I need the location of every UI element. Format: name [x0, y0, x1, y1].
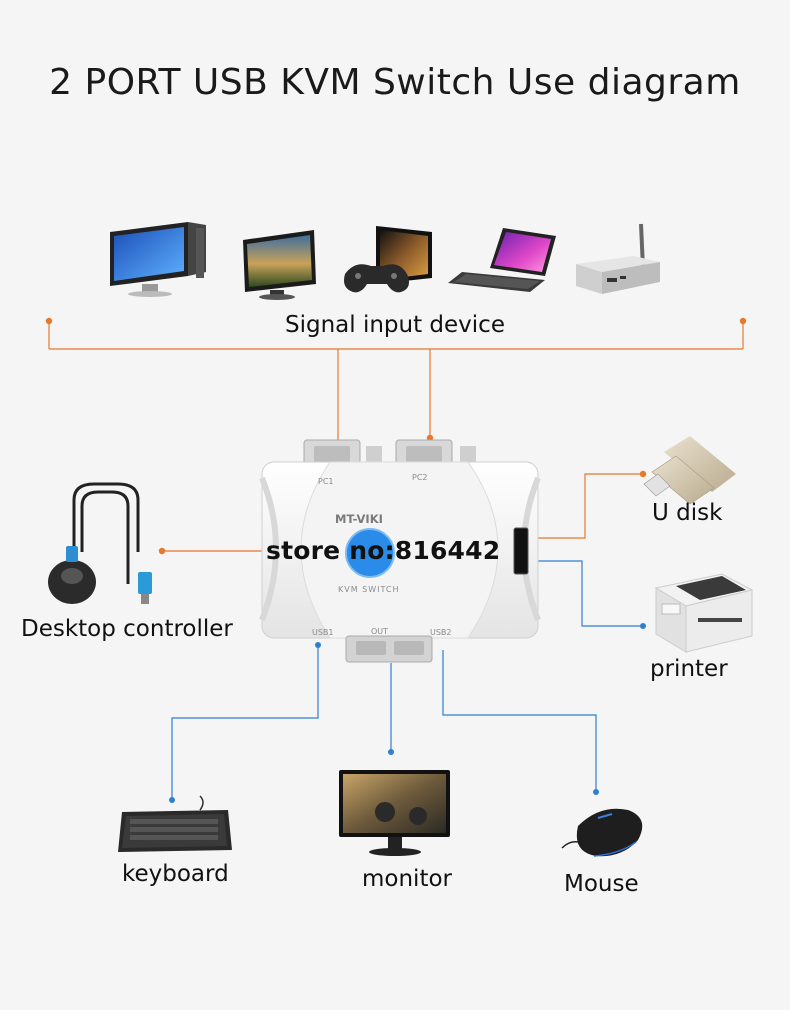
printer-label: printer [650, 656, 728, 682]
port-pc2-label: PC2 [412, 473, 428, 482]
output-links [171, 560, 643, 800]
bus-end-dot-left [45, 317, 53, 325]
monitor-icon [339, 770, 450, 856]
desktop-computer-icon [110, 222, 206, 297]
laptop-icon [448, 228, 556, 292]
mouse-icon [561, 808, 643, 857]
controller-dot [158, 547, 166, 555]
monitor-dot [388, 749, 394, 755]
usb-flash-drive-icon [643, 436, 736, 505]
device-brand: MT-VIKI [335, 512, 383, 526]
signal-input-bus [48, 321, 744, 552]
u-disk-label: U disk [652, 500, 723, 526]
usb1-dot [315, 642, 321, 648]
port-usb2-label: USB2 [430, 628, 452, 637]
udisk-dot [639, 470, 647, 478]
kvm-switch-device [259, 439, 541, 663]
monitor-label: monitor [362, 866, 452, 892]
printer-dot [640, 623, 646, 629]
keyboard-label: keyboard [122, 861, 229, 887]
tv-icon [243, 230, 316, 300]
port-pc1-label: PC1 [318, 477, 334, 486]
label-printer-icon [654, 573, 754, 653]
port-usb1-label: USB1 [312, 628, 334, 637]
page-title: 2 PORT USB KVM Switch Use diagram [49, 62, 741, 103]
mouse-label: Mouse [564, 871, 639, 897]
port-out-label: OUT [371, 627, 388, 636]
wired-controller-icon [48, 482, 152, 604]
device-model: KVM SWITCH [338, 585, 400, 594]
store-watermark: store no:816442 [266, 536, 501, 565]
game-console-icon [344, 226, 432, 293]
bus-end-dot-right [739, 317, 747, 325]
signal-input-label: Signal input device [285, 312, 505, 338]
keyboard-icon [118, 795, 232, 852]
mouse-dot [593, 789, 599, 795]
desktop-controller-label: Desktop controller [21, 616, 233, 642]
keyboard-dot [169, 797, 175, 803]
set-top-box-icon [576, 223, 660, 294]
